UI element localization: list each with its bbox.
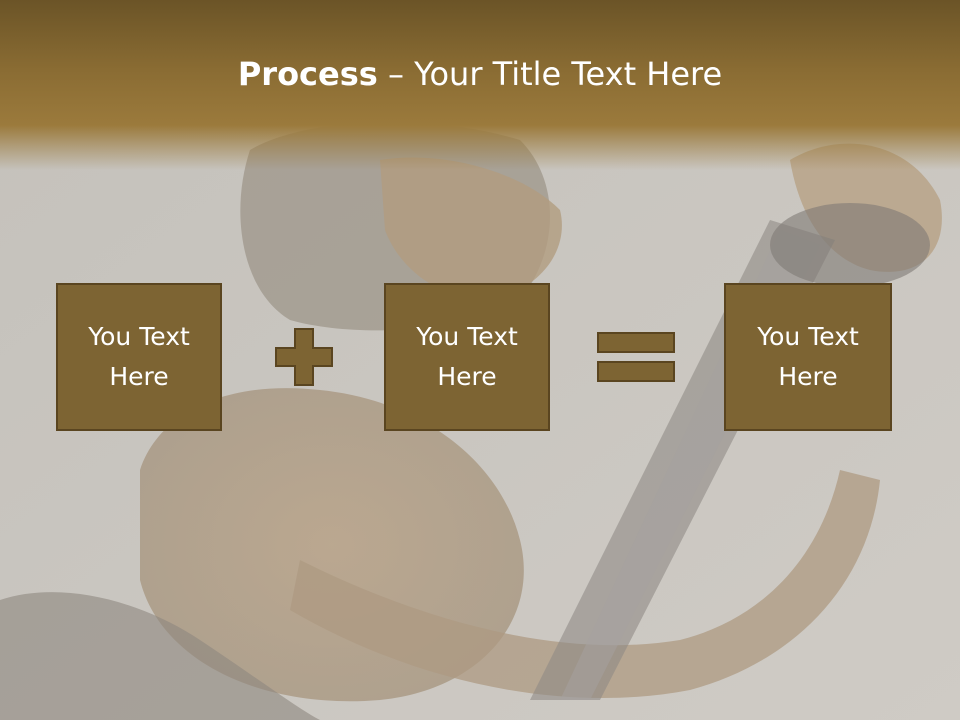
process-box-1-text: You Text Here (88, 322, 190, 391)
process-box-3-text: You Text Here (757, 322, 859, 391)
process-box-2[interactable]: You Text Here (384, 283, 550, 431)
title-rest: – Your Title Text Here (377, 55, 723, 93)
plus-icon (275, 328, 333, 386)
process-box-3[interactable]: You Text Here (724, 283, 892, 431)
title-bold: Process (237, 55, 378, 93)
title-band (0, 0, 960, 170)
process-box-1[interactable]: You Text Here (56, 283, 222, 431)
equals-icon (597, 332, 675, 382)
slide-title: Process – Your Title Text Here (0, 52, 960, 96)
process-box-2-text: You Text Here (416, 322, 518, 391)
